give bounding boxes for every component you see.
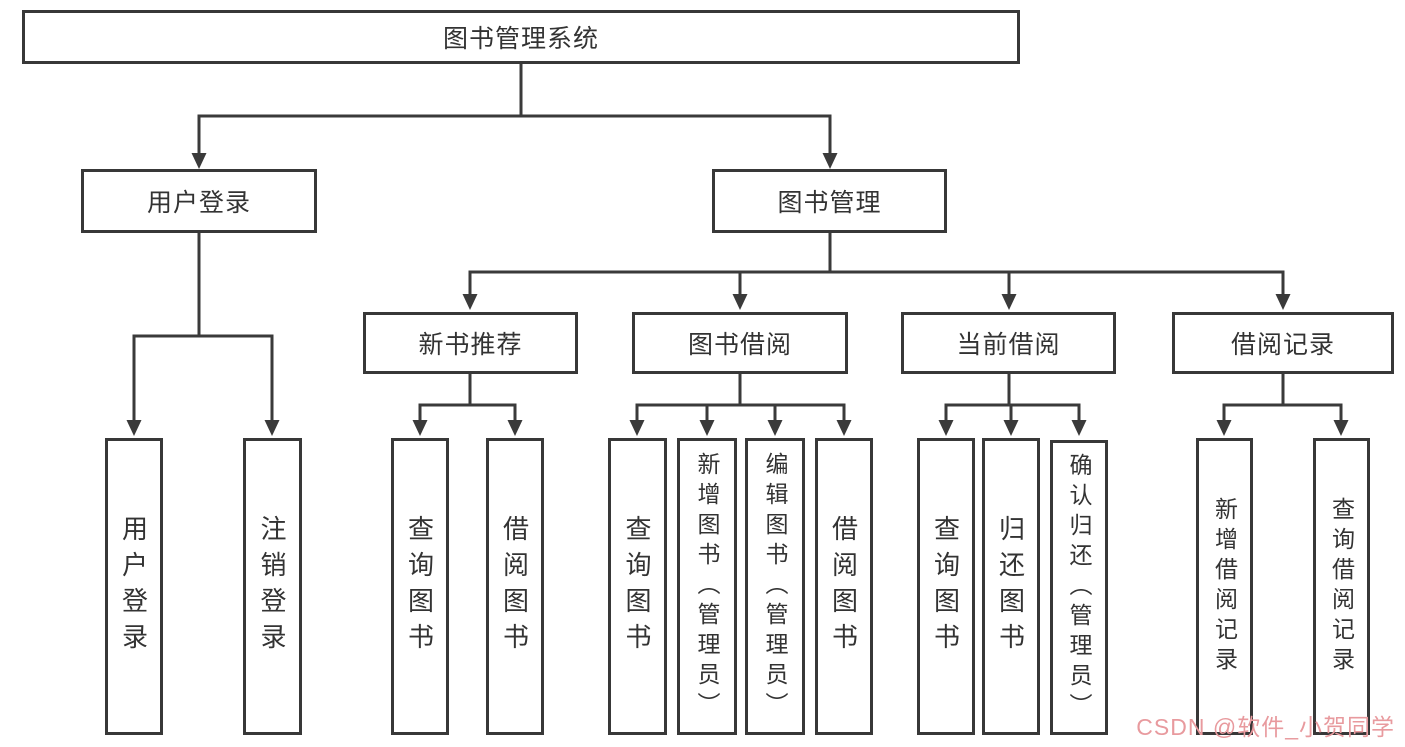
- leaf-query-book-1: 查询图书: [391, 438, 449, 735]
- leaf-borrow-book-1-label: 借阅图书: [499, 514, 530, 659]
- node-root: 图书管理系统: [22, 10, 1020, 64]
- node-book-borrow: 图书借阅: [632, 312, 848, 374]
- node-book-borrow-label: 图书借阅: [687, 331, 792, 359]
- node-book-management-label: 图书管理: [777, 189, 882, 217]
- leaf-query-borrow-record: 查询借阅记录: [1313, 438, 1370, 735]
- leaf-user-login-label: 用户登录: [118, 514, 149, 659]
- leaf-add-borrow-record-label: 新增借阅记录: [1211, 496, 1238, 677]
- leaf-edit-book-admin: 编辑图书（管理员）: [745, 438, 805, 735]
- node-new-book-recommend: 新书推荐: [363, 312, 578, 374]
- csdn-watermark: CSDN @软件_小贺同学: [1136, 714, 1395, 740]
- node-new-book-recommend-label: 新书推荐: [418, 331, 523, 359]
- leaf-query-book-2-label: 查询图书: [622, 514, 652, 659]
- node-book-management: 图书管理: [712, 169, 947, 233]
- leaf-add-book-admin-label: 新增图书（管理员）: [694, 451, 720, 722]
- leaf-borrow-book-2-label: 借阅图书: [828, 514, 859, 659]
- node-borrow-record: 借阅记录: [1172, 312, 1394, 374]
- node-current-borrow-label: 当前借阅: [956, 331, 1061, 359]
- leaf-return-book-label: 归还图书: [995, 514, 1026, 659]
- leaf-query-book-3-label: 查询图书: [930, 514, 961, 659]
- leaf-return-book: 归还图书: [982, 438, 1040, 735]
- leaf-query-book-2: 查询图书: [608, 438, 667, 735]
- node-current-borrow: 当前借阅: [901, 312, 1116, 374]
- leaf-borrow-book-2: 借阅图书: [815, 438, 873, 735]
- leaf-borrow-book-1: 借阅图书: [486, 438, 544, 735]
- leaf-confirm-return-admin-label: 确认归还（管理员）: [1066, 452, 1092, 723]
- leaf-confirm-return-admin: 确认归还（管理员）: [1050, 440, 1108, 735]
- leaf-edit-book-admin-label: 编辑图书（管理员）: [762, 451, 788, 722]
- node-user-login-label: 用户登录: [146, 189, 251, 217]
- node-user-login: 用户登录: [81, 169, 317, 233]
- leaf-logout: 注销登录: [243, 438, 302, 735]
- leaf-query-book-3: 查询图书: [917, 438, 975, 735]
- node-borrow-record-label: 借阅记录: [1230, 331, 1335, 359]
- leaf-add-book-admin: 新增图书（管理员）: [677, 438, 737, 735]
- leaf-query-borrow-record-label: 查询借阅记录: [1328, 496, 1355, 677]
- leaf-logout-label: 注销登录: [257, 514, 287, 659]
- leaf-query-book-1-label: 查询图书: [404, 514, 435, 659]
- arrowheads: [126, 153, 1349, 436]
- leaf-user-login: 用户登录: [105, 438, 163, 735]
- leaf-add-borrow-record: 新增借阅记录: [1196, 438, 1253, 735]
- node-root-label: 图书管理系统: [442, 25, 599, 53]
